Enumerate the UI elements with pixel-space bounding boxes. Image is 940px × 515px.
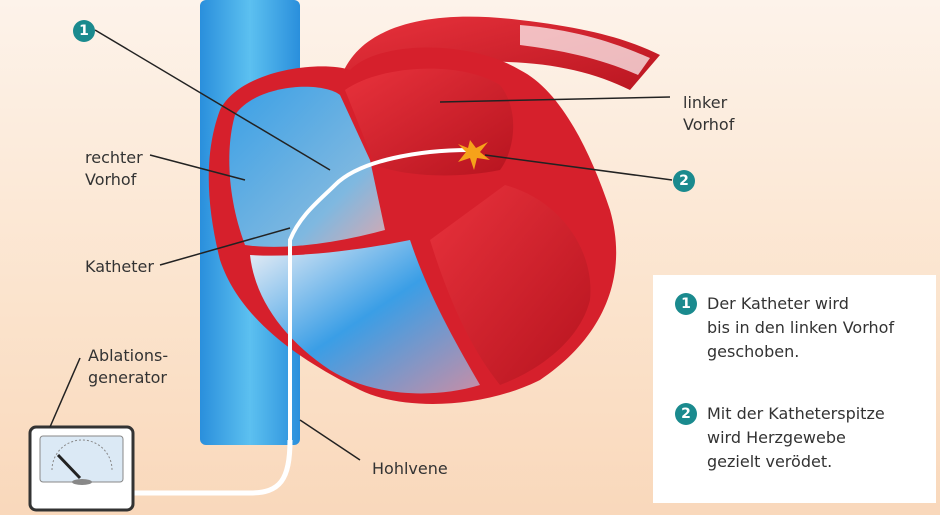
text-line: Mit der Katheterspitze (707, 404, 885, 423)
right-atrium (229, 86, 385, 247)
label-right-atrium: rechter Vorhof (85, 147, 143, 191)
step-2-text: Mit der Katheterspitze wird Herzgewebe g… (707, 402, 917, 474)
ablation-generator-icon (28, 425, 135, 512)
text-line: wird Herzgewebe (707, 428, 846, 447)
step-1-badge: 1 (675, 293, 697, 315)
text-line: gezielt verödet. (707, 452, 833, 471)
legend-box: 1 Der Katheter wird bis in den linken Vo… (653, 275, 936, 503)
legend-step-1: 1 Der Katheter wird bis in den linken Vo… (675, 292, 917, 364)
text-line: bis in den linken Vorhof (707, 318, 895, 337)
label-line: rechter (85, 148, 143, 167)
leader-lines (49, 29, 673, 461)
marker-2-badge: 2 (673, 170, 695, 192)
label-line: linker (683, 93, 728, 112)
text-line: geschoben. (707, 342, 800, 361)
catheter-line (288, 148, 471, 440)
marker-1-badge: 1 (73, 20, 95, 42)
label-line: generator (88, 368, 168, 387)
step-1-text: Der Katheter wird bis in den linken Vorh… (707, 292, 917, 364)
right-ventricle (250, 240, 480, 394)
step-2-badge: 2 (675, 403, 697, 425)
left-ventricle (430, 185, 591, 385)
ablation-spark-icon (458, 140, 490, 170)
label-catheter: Katheter (85, 257, 154, 276)
text-line: Der Katheter wird (707, 294, 849, 313)
label-line: Ablations- (88, 346, 169, 365)
label-line: Vorhof (85, 170, 137, 189)
label-generator: Ablations- generator (88, 345, 168, 389)
legend-step-2: 2 Mit der Katheterspitze wird Herzgewebe… (675, 402, 917, 474)
label-vena-cava: Hohlvene (372, 459, 448, 478)
generator-cable (120, 439, 293, 496)
label-left-atrium: linker Vorhof (683, 92, 734, 136)
label-line: Vorhof (683, 115, 735, 134)
